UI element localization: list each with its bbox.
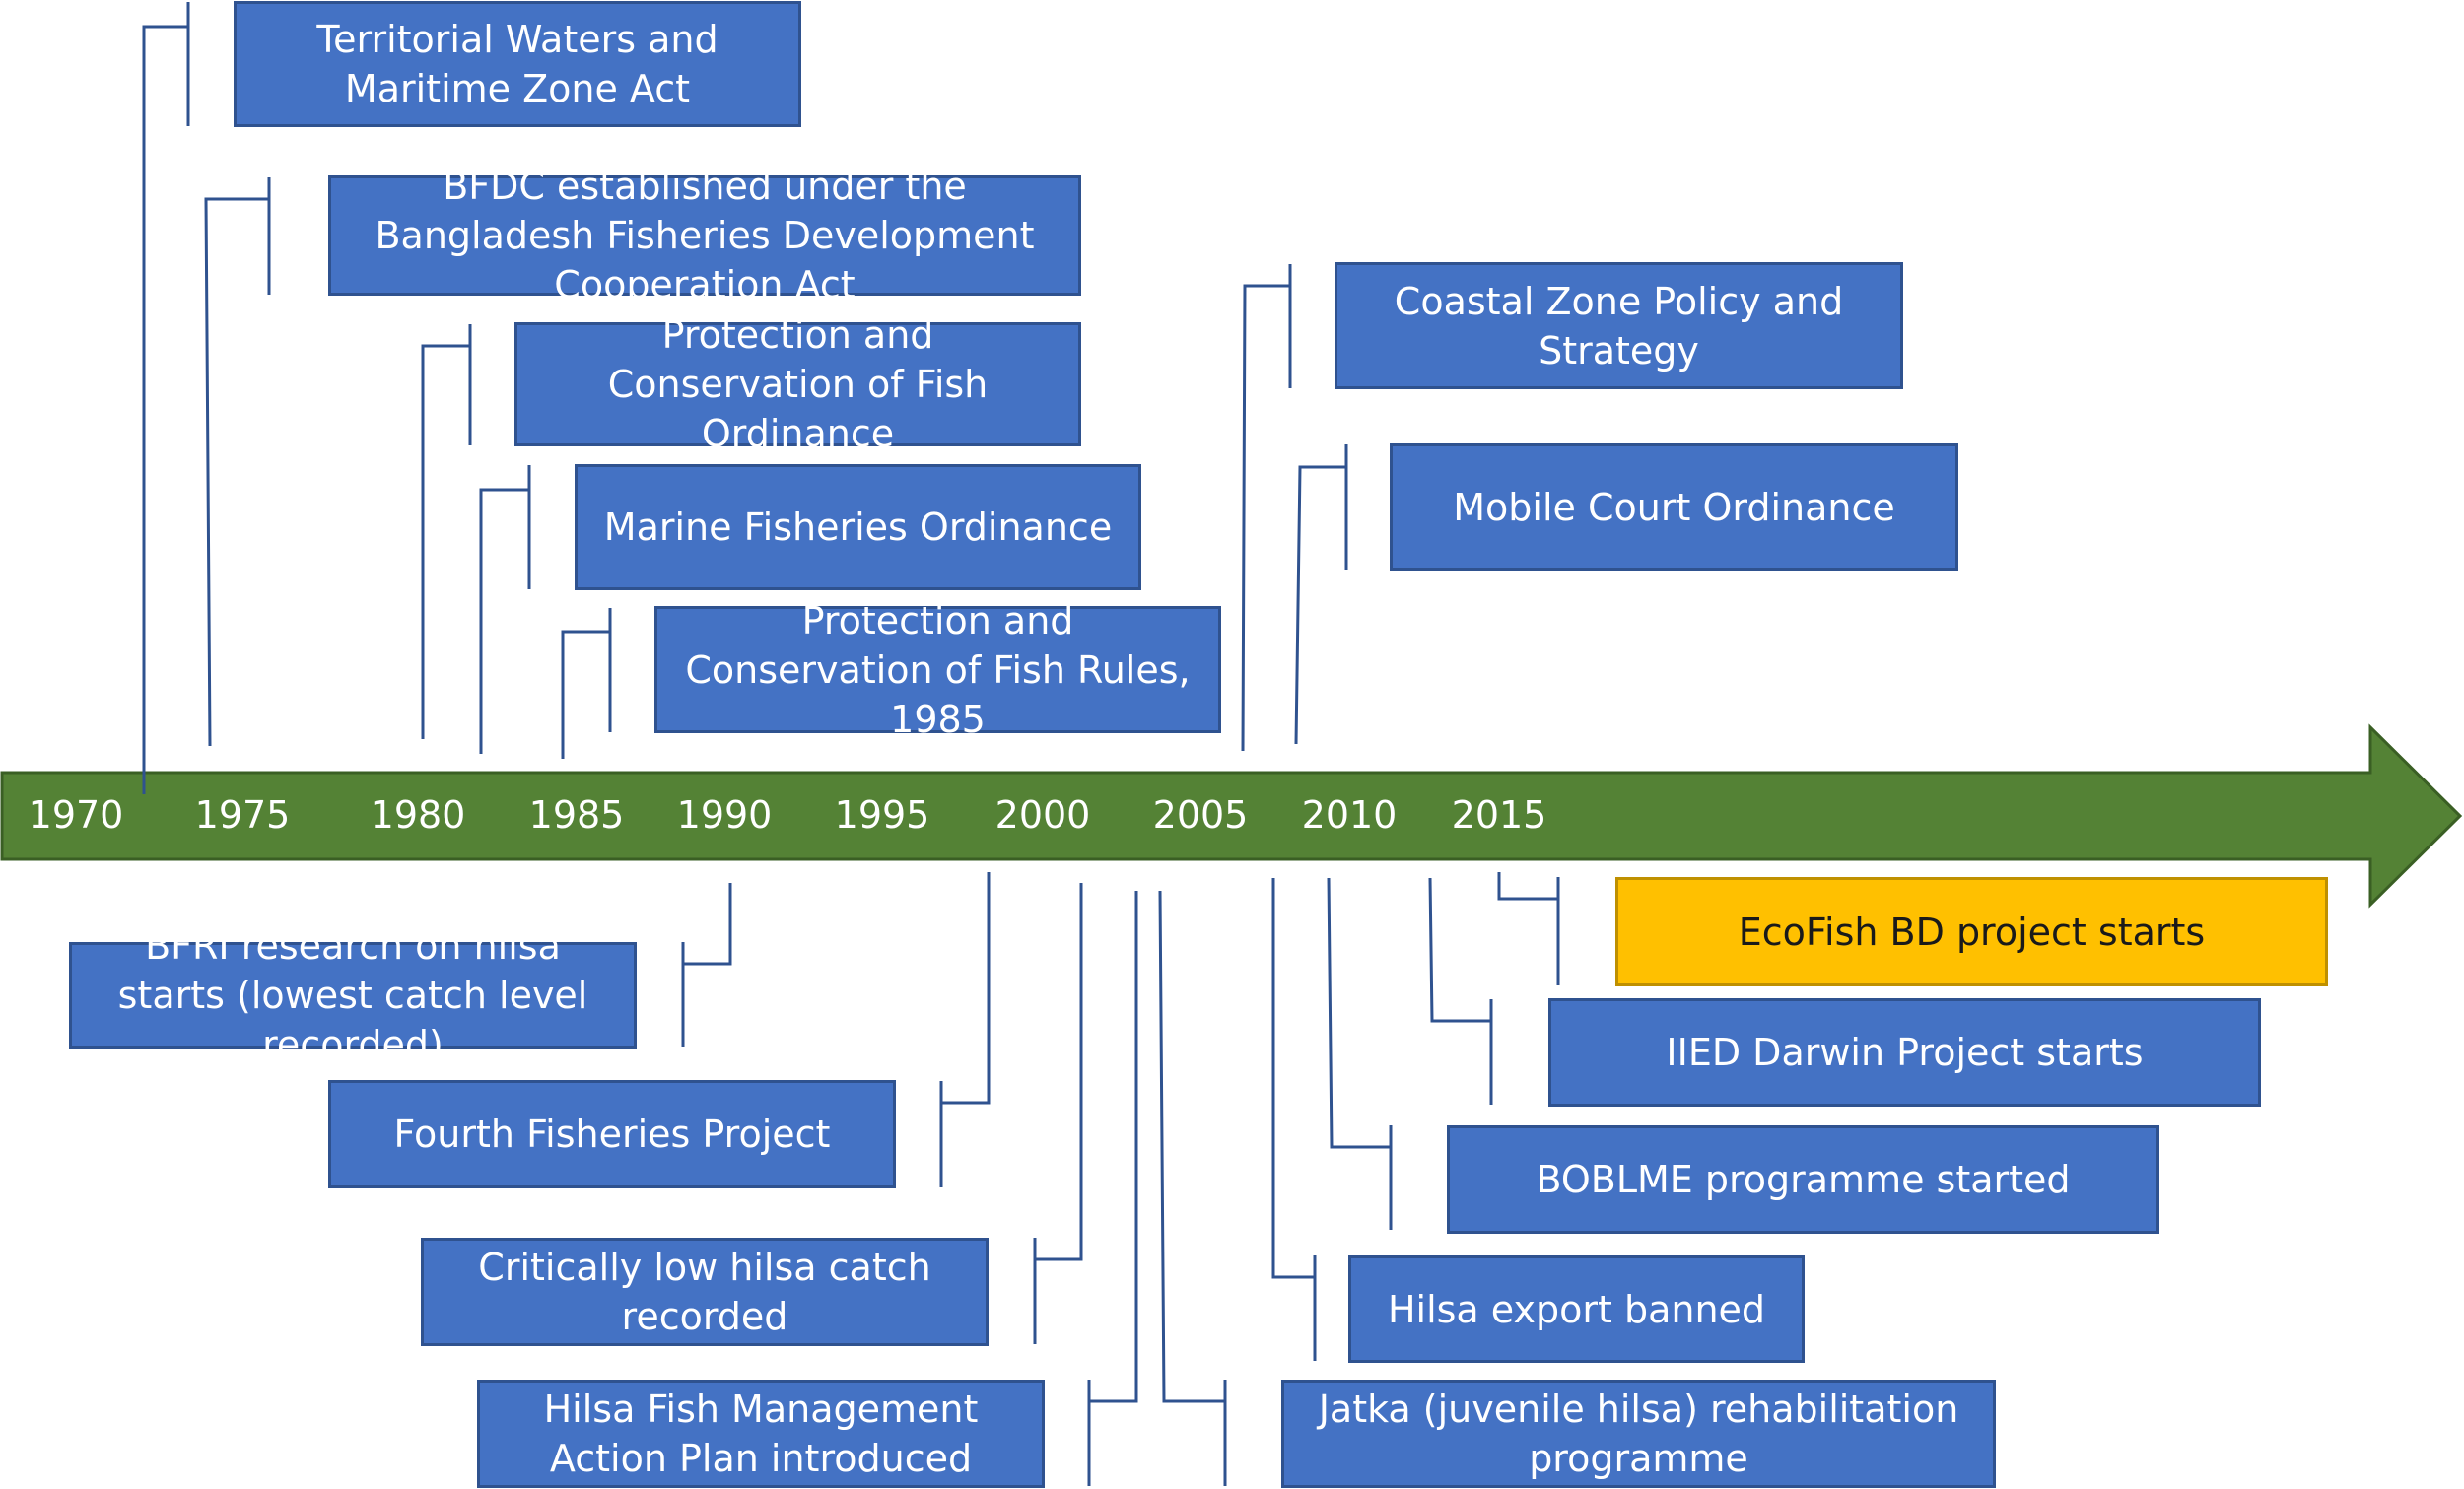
- year-label: 2005: [1152, 793, 1249, 837]
- event-label: Territorial Waters and Maritime Zone Act: [316, 18, 719, 110]
- event-label: Fourth Fisheries Project: [393, 1113, 831, 1156]
- connector-boblme: [1327, 877, 1393, 1230]
- event-protection-ordinance: Protection and Conservation of Fish Ordi…: [514, 313, 1081, 455]
- connector-iied: [1428, 877, 1493, 1105]
- event-territorial-waters: Territorial Waters and Maritime Zone Act: [234, 1, 801, 127]
- connector-bfri: [681, 883, 732, 1047]
- connector-protection-ordinance: [421, 324, 472, 739]
- event-label: IIED Darwin Project starts: [1666, 1031, 2144, 1074]
- timeline-arrow: [0, 723, 2463, 909]
- event-label: Protection and Conservation of Fish Rule…: [685, 598, 1191, 741]
- connector-mobile-court: [1294, 444, 1348, 745]
- event-label: Hilsa export banned: [1387, 1287, 1766, 1331]
- event-boblme-programme: BOBLME programme started: [1447, 1125, 2159, 1234]
- connector-fourth-fisheries: [939, 872, 991, 1187]
- event-label: EcoFish BD project starts: [1738, 910, 2206, 954]
- event-label: Mobile Court Ordinance: [1453, 485, 1895, 529]
- event-label: Critically low hilsa catch recorded: [478, 1246, 931, 1338]
- year-label: 1975: [194, 793, 291, 837]
- connector-bfdc: [204, 177, 271, 747]
- year-label: 1995: [834, 793, 930, 837]
- event-marine-fisheries-ordinance: Marine Fisheries Ordinance: [575, 464, 1141, 590]
- connector-protection-rules: [561, 608, 612, 759]
- year-label: 1985: [528, 793, 625, 837]
- event-coastal-zone-policy: Coastal Zone Policy and Strategy: [1335, 262, 1903, 389]
- event-ecofish-project: EcoFish BD project starts: [1615, 877, 2328, 986]
- year-label: 2000: [994, 793, 1091, 837]
- event-label: Marine Fisheries Ordinance: [603, 506, 1113, 549]
- event-bfdc-established: BFDC established under the Bangladesh Fi…: [328, 165, 1081, 306]
- event-label: Protection and Conservation of Fish Ordi…: [607, 313, 989, 455]
- event-label: BFDC established under the Bangladesh Fi…: [375, 165, 1035, 306]
- year-label: 1990: [676, 793, 773, 837]
- event-protection-rules: Protection and Conservation of Fish Rule…: [654, 599, 1221, 741]
- event-mobile-court-ordinance: Mobile Court Ordinance: [1390, 443, 1958, 571]
- connector-action-plan: [1087, 891, 1138, 1486]
- event-hilsa-export-banned: Hilsa export banned: [1348, 1255, 1805, 1363]
- event-label: Jatka (juvenile hilsa) rehabilitation pr…: [1318, 1387, 1959, 1480]
- event-jatka-rehabilitation: Jatka (juvenile hilsa) rehabilitation pr…: [1281, 1380, 1996, 1488]
- year-label: 2010: [1301, 793, 1398, 837]
- connector-lines: [142, 2, 1560, 1486]
- connector-critically-low: [1033, 883, 1083, 1344]
- event-label: Coastal Zone Policy and Strategy: [1394, 279, 1844, 372]
- connector-export-banned: [1271, 878, 1317, 1361]
- year-label: 1980: [370, 793, 466, 837]
- connector-marine-ordinance: [479, 465, 531, 754]
- event-label: BOBLME programme started: [1536, 1158, 2071, 1201]
- connector-ecofish: [1497, 872, 1560, 985]
- event-hilsa-action-plan: Hilsa Fish Management Action Plan introd…: [477, 1380, 1045, 1488]
- event-bfri-research: BFRI research on hilsa starts (lowest ca…: [69, 924, 637, 1066]
- year-label: 2015: [1451, 793, 1547, 837]
- year-label: 1970: [28, 793, 124, 837]
- event-fourth-fisheries-project: Fourth Fisheries Project: [328, 1080, 896, 1188]
- event-iied-darwin-project: IIED Darwin Project starts: [1548, 998, 2261, 1107]
- event-label: BFRI research on hilsa starts (lowest ca…: [117, 924, 588, 1066]
- connector-jatka: [1158, 890, 1227, 1486]
- event-critically-low-catch: Critically low hilsa catch recorded: [421, 1238, 989, 1346]
- connector-coastal-zone: [1241, 264, 1292, 752]
- event-label: Hilsa Fish Management Action Plan introd…: [543, 1387, 979, 1480]
- connector-territorial-waters: [142, 2, 190, 794]
